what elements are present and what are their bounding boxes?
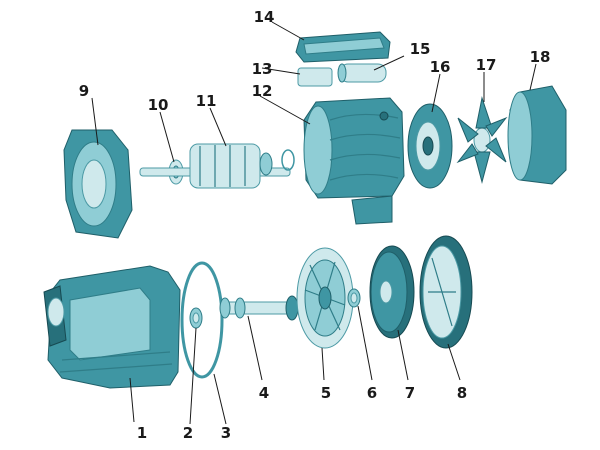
callout-10: 10 xyxy=(148,96,169,114)
part-5-diffuser xyxy=(296,247,354,349)
part-2-seal xyxy=(189,307,203,329)
part-7-impeller xyxy=(369,245,415,339)
part-11-rotor xyxy=(139,143,295,189)
part-8-cover xyxy=(419,235,473,349)
part-14-terminal-cover xyxy=(295,31,391,63)
callout-1: 1 xyxy=(137,424,147,442)
part-15-capacitor xyxy=(337,63,387,83)
callout-13: 13 xyxy=(252,60,273,78)
callout-2: 2 xyxy=(183,424,193,442)
part-12-motor-body xyxy=(303,97,405,199)
callout-9: 9 xyxy=(79,82,89,100)
callout-labels: 9 10 11 12 13 14 15 16 17 18 1 2 3 4 5 6… xyxy=(79,8,551,442)
callout-3: 3 xyxy=(221,424,231,442)
leader-lines xyxy=(91,21,537,425)
part-6-spacer xyxy=(347,288,361,308)
part-13-cable-gland xyxy=(297,67,333,87)
part-16-end-cap xyxy=(407,103,453,189)
callout-18: 18 xyxy=(530,48,551,66)
callout-12: 12 xyxy=(252,82,273,100)
part-18-fan-cover xyxy=(507,85,567,185)
part-1-pump-casing xyxy=(43,265,181,389)
callout-5: 5 xyxy=(321,384,331,402)
callout-6: 6 xyxy=(367,384,377,402)
callout-17: 17 xyxy=(476,56,497,74)
callout-8: 8 xyxy=(457,384,467,402)
part-9-motor-flange xyxy=(63,129,133,239)
callout-14: 14 xyxy=(254,8,275,26)
callout-15: 15 xyxy=(410,40,431,58)
callout-7: 7 xyxy=(405,384,415,402)
part-17-cooling-fan xyxy=(456,96,508,184)
callout-16: 16 xyxy=(430,58,451,76)
callout-11: 11 xyxy=(196,92,217,110)
mounting-bracket xyxy=(351,195,393,225)
part-3-o-ring xyxy=(180,261,224,379)
callout-4: 4 xyxy=(259,384,269,402)
part-4-shaft-seal xyxy=(219,295,299,321)
